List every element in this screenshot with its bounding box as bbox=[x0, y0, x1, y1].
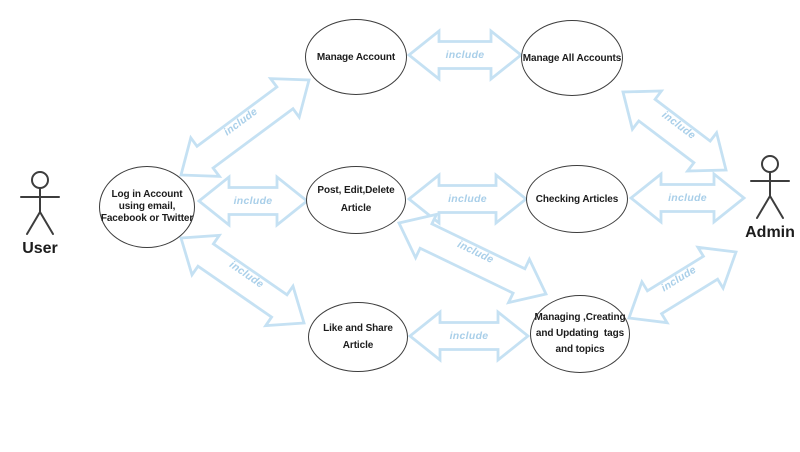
usecase-label: Checking Articles bbox=[535, 193, 619, 205]
include-arrow-label: include bbox=[668, 192, 707, 204]
include-arrow-label: include bbox=[450, 330, 489, 342]
actor-label: Admin bbox=[745, 224, 795, 241]
usecase-manage_all_accounts: Manage All Accounts bbox=[521, 20, 623, 96]
usecase-label: Manage All Accounts bbox=[522, 52, 622, 64]
usecase-manage_account: Manage Account bbox=[305, 19, 407, 95]
usecase-managing_tags: Managing ,Creating and Updating tags and… bbox=[530, 295, 630, 373]
include-arrow-login-manage_account bbox=[179, 77, 311, 178]
usecase-login: Log in Account using email, Facebook or … bbox=[99, 166, 195, 248]
include-arrow-label: include bbox=[234, 195, 273, 207]
include-arrow-post_edit_delete-managing_tags bbox=[396, 212, 549, 305]
usecase-label: Log in Account using email, Facebook or … bbox=[100, 189, 194, 224]
usecase-label: Managing ,Creating and Updating tags and… bbox=[534, 312, 626, 355]
actor-label: User bbox=[22, 240, 58, 257]
usecase-post_edit_delete: Post, Edit,Delete Article bbox=[306, 166, 406, 234]
actor-user: User bbox=[10, 170, 70, 258]
include-arrow-like_share-managing_tags bbox=[407, 309, 531, 363]
usecase-label: Manage Account bbox=[316, 51, 396, 63]
usecase-like_share: Like and Share Article bbox=[308, 302, 408, 372]
stick-figure-icon bbox=[20, 171, 60, 235]
include-arrow-managing_tags-admin bbox=[627, 245, 738, 325]
stick-figure-icon bbox=[750, 155, 790, 219]
usecase-label: Post, Edit,Delete Article bbox=[317, 185, 395, 214]
usecase-checking_articles: Checking Articles bbox=[526, 165, 628, 233]
include-arrow-manage_all_accounts-admin bbox=[621, 89, 728, 173]
include-arrow-login-like_share bbox=[179, 233, 306, 328]
include-arrow-label: include bbox=[448, 193, 487, 205]
usecase-label: Like and Share Article bbox=[323, 323, 393, 351]
include-arrow-checking_articles-admin bbox=[628, 171, 747, 225]
actor-admin: Admin bbox=[740, 154, 800, 242]
include-arrow-label: include bbox=[446, 49, 485, 61]
